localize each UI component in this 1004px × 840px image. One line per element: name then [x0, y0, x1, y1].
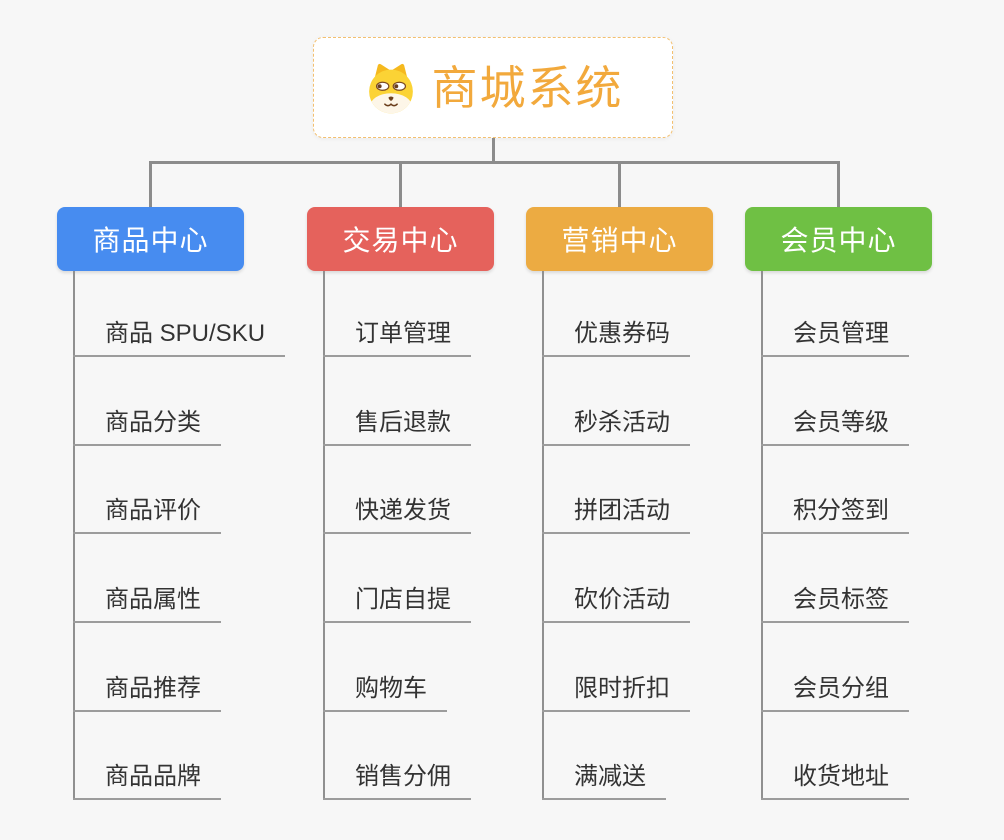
branch-column-trade-center: 交易中心 订单管理 售后退款 快递发货 门店自提 购物车 销售分佣: [307, 0, 587, 840]
connector-drop-marketing: [618, 161, 621, 207]
branch-column-marketing-center: 营销中心 优惠券码 秒杀活动 拼团活动 砍价活动 限时折扣 满减送: [526, 0, 806, 840]
connector-drop-member: [837, 161, 840, 207]
branch-label: 商品中心: [92, 225, 209, 256]
child-node[interactable]: 优惠券码: [542, 319, 690, 357]
child-node[interactable]: 门店自提: [323, 585, 471, 623]
child-node[interactable]: 会员等级: [761, 408, 909, 446]
child-node[interactable]: 收货地址: [761, 762, 909, 800]
child-node[interactable]: 砍价活动: [542, 585, 690, 623]
child-node[interactable]: 限时折扣: [542, 674, 690, 712]
connector-drop-trade: [399, 161, 402, 207]
branch-trunk-line: [761, 271, 763, 800]
branch-trunk-line: [542, 271, 544, 800]
branch-node-member-center[interactable]: 会员中心: [745, 207, 932, 271]
child-node[interactable]: 商品品牌: [73, 762, 221, 800]
branch-label: 营销中心: [561, 225, 678, 256]
child-node[interactable]: 快递发货: [323, 496, 471, 534]
branch-node-product-center[interactable]: 商品中心: [57, 207, 244, 271]
connector-horizontal-bar: [149, 161, 840, 164]
root-node[interactable]: 商城系统: [313, 37, 673, 138]
branch-trunk-line: [73, 271, 75, 800]
child-node[interactable]: 满减送: [542, 762, 666, 800]
connector-root-stem: [492, 138, 495, 163]
child-node[interactable]: 积分签到: [761, 496, 909, 534]
connector-drop-product: [149, 161, 152, 207]
branch-label: 会员中心: [780, 225, 897, 256]
dog-face-icon: [363, 60, 419, 116]
child-node[interactable]: 订单管理: [323, 319, 471, 357]
branch-node-marketing-center[interactable]: 营销中心: [526, 207, 713, 271]
branch-trunk-line: [323, 271, 325, 800]
child-node[interactable]: 会员分组: [761, 674, 909, 712]
child-node[interactable]: 商品分类: [73, 408, 221, 446]
root-title: 商城系统: [431, 61, 624, 114]
child-node[interactable]: 商品推荐: [73, 674, 221, 712]
child-node[interactable]: 商品属性: [73, 585, 221, 623]
child-node[interactable]: 拼团活动: [542, 496, 690, 534]
branch-column-member-center: 会员中心 会员管理 会员等级 积分签到 会员标签 会员分组 收货地址: [745, 0, 1004, 840]
child-node[interactable]: 商品 SPU/SKU: [73, 319, 286, 357]
child-node[interactable]: 购物车: [323, 674, 447, 712]
child-node[interactable]: 销售分佣: [323, 762, 471, 800]
branch-node-trade-center[interactable]: 交易中心: [307, 207, 494, 271]
child-node[interactable]: 会员标签: [761, 585, 909, 623]
branch-label: 交易中心: [342, 225, 459, 256]
child-node[interactable]: 会员管理: [761, 319, 909, 357]
child-node[interactable]: 商品评价: [73, 496, 221, 534]
child-node[interactable]: 售后退款: [323, 408, 471, 446]
branch-column-product-center: 商品中心 商品 SPU/SKU 商品分类 商品评价 商品属性 商品推荐 商品品牌: [57, 0, 337, 840]
child-node[interactable]: 秒杀活动: [542, 408, 690, 446]
